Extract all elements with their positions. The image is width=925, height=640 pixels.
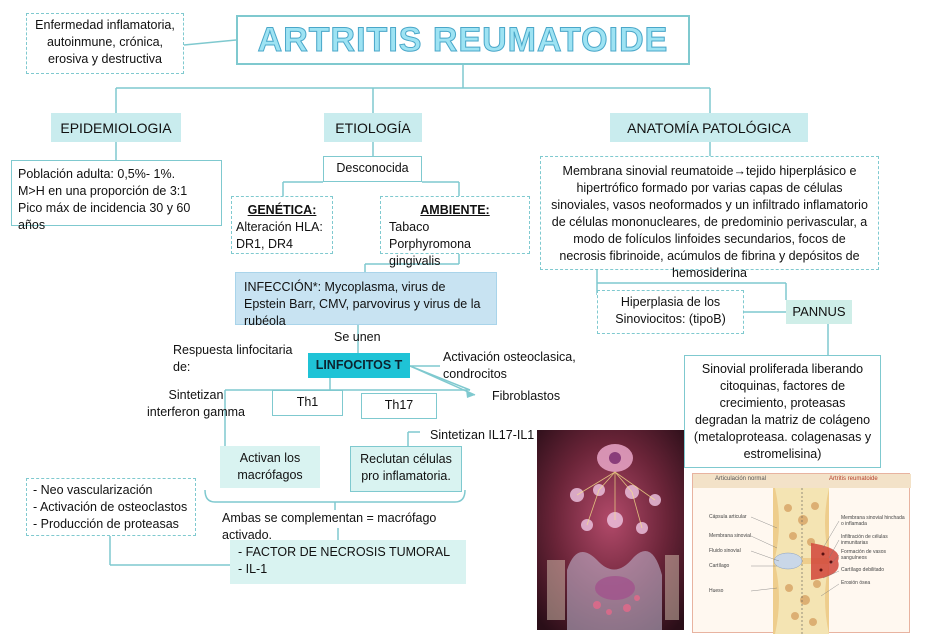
joint-left-label: Membrana sinovial (709, 533, 751, 539)
joint-left-label: Fluido sinovial (709, 548, 741, 554)
genetica-box: GENÉTICA: Alteración HLA: DR1, DR4 (231, 196, 333, 254)
joint-right-label: Infiltración de células inmunitarias (841, 534, 888, 546)
th1-box: Th1 (272, 390, 343, 416)
genetica-line: Alteración HLA: (236, 220, 323, 234)
immune-illustration (537, 430, 684, 630)
page-title: ARTRITIS REUMATOIDE (236, 15, 690, 65)
se-unen-label: Se unen (334, 330, 381, 344)
joint-figure: Articulación normal Artritis reumatoide … (692, 473, 911, 634)
ambiente-box: AMBIENTE: Tabaco Porphyromona gingivalis (380, 196, 530, 268)
joint-left-label: Cápsula articular (709, 514, 747, 520)
ambiente-line: Porphyromona gingivalis (389, 237, 471, 268)
definition-box: Enfermedad inflamatoria, autoinmune, cró… (26, 13, 184, 74)
tnf-line: - IL-1 (238, 562, 268, 576)
sintetizan-il-label: Sintetizan IL17-IL1 (430, 428, 535, 442)
fibroblastos-label: Fibroblastos (492, 389, 561, 403)
joint-left-label: Hueso (709, 588, 724, 594)
efectos-line: - Neo vascularización (33, 483, 153, 497)
genetica-title: GENÉTICA: (247, 203, 317, 217)
ambiente-title: AMBIENTE: (420, 203, 490, 217)
etiologia-header: ETIOLOGÍA (324, 113, 422, 142)
joint-left-label: Cartílago (709, 563, 730, 569)
infeccion-box: INFECCIÓN*: Mycoplasma, virus de Epstein… (235, 272, 497, 328)
sinovial-box: Sinovial proliferada liberando citoquina… (684, 355, 881, 468)
epidemiologia-header: EPIDEMIOLOGIA (51, 113, 181, 142)
joint-right-title: Artritis reumatoide (829, 476, 878, 482)
epidemiologia-line: M>H en una proporción de 3:1 (18, 184, 188, 198)
pannus-box: PANNUS (786, 300, 852, 324)
epidemiologia-box: Población adulta: 0,5%- 1%. M>H en una p… (11, 160, 222, 232)
joint-right-label: Membrana sinovial hinchada o inflamada (841, 515, 905, 527)
membrana-box: Membrana sinovial reumatoide→tejido hipe… (540, 156, 879, 280)
epidemiologia-line: Pico máx de incidencia 30 y 60 años (18, 201, 191, 232)
efectos-line: - Producción de proteasas (33, 517, 179, 531)
tnf-box: - FACTOR DE NECROSIS TUMORAL - IL-1 (230, 540, 466, 584)
joint-figure-header (693, 474, 911, 488)
activan-box: Activan los macrófagos (220, 446, 320, 488)
joint-left-title: Articulación normal (715, 476, 767, 482)
efectos-line: - Activación de osteoclastos (33, 500, 188, 514)
efectos-box: - Neo vascularización - Activación de os… (26, 478, 196, 536)
hiperplasia-box: Hiperplasia de los Sinoviocitos: (tipoB) (597, 290, 744, 334)
sintetizan-ifn-label: Sintetizan interferon gamma (147, 388, 245, 419)
activacion-label: Activación osteoclasica, condrocitos (443, 350, 576, 381)
joint-right-label: Erosión ósea (841, 580, 871, 586)
ambas-label: Ambas se complementan = macrófago activa… (222, 511, 437, 542)
tnf-line: - FACTOR DE NECROSIS TUMORAL (238, 545, 451, 559)
epidemiologia-line: Población adulta: 0,5%- 1%. (18, 167, 176, 181)
linfocitos-box: LINFOCITOS T (308, 353, 410, 378)
joint-drawing (750, 488, 840, 634)
reclutan-box: Reclutan células pro inflamatoria. (350, 446, 462, 492)
joint-right-label: Cartílago debilitado (841, 567, 885, 573)
joint-right-label: Formación de vasos sanguíneos (841, 549, 887, 561)
respuesta-label: Respuesta linfocitaria de: (173, 343, 293, 374)
th17-box: Th17 (361, 393, 437, 419)
genetica-line: DR1, DR4 (236, 237, 293, 251)
ambiente-line: Tabaco (389, 220, 430, 234)
desconocida-box: Desconocida (323, 156, 422, 182)
anatomia-header: ANATOMÍA PATOLÓGICA (610, 113, 808, 142)
